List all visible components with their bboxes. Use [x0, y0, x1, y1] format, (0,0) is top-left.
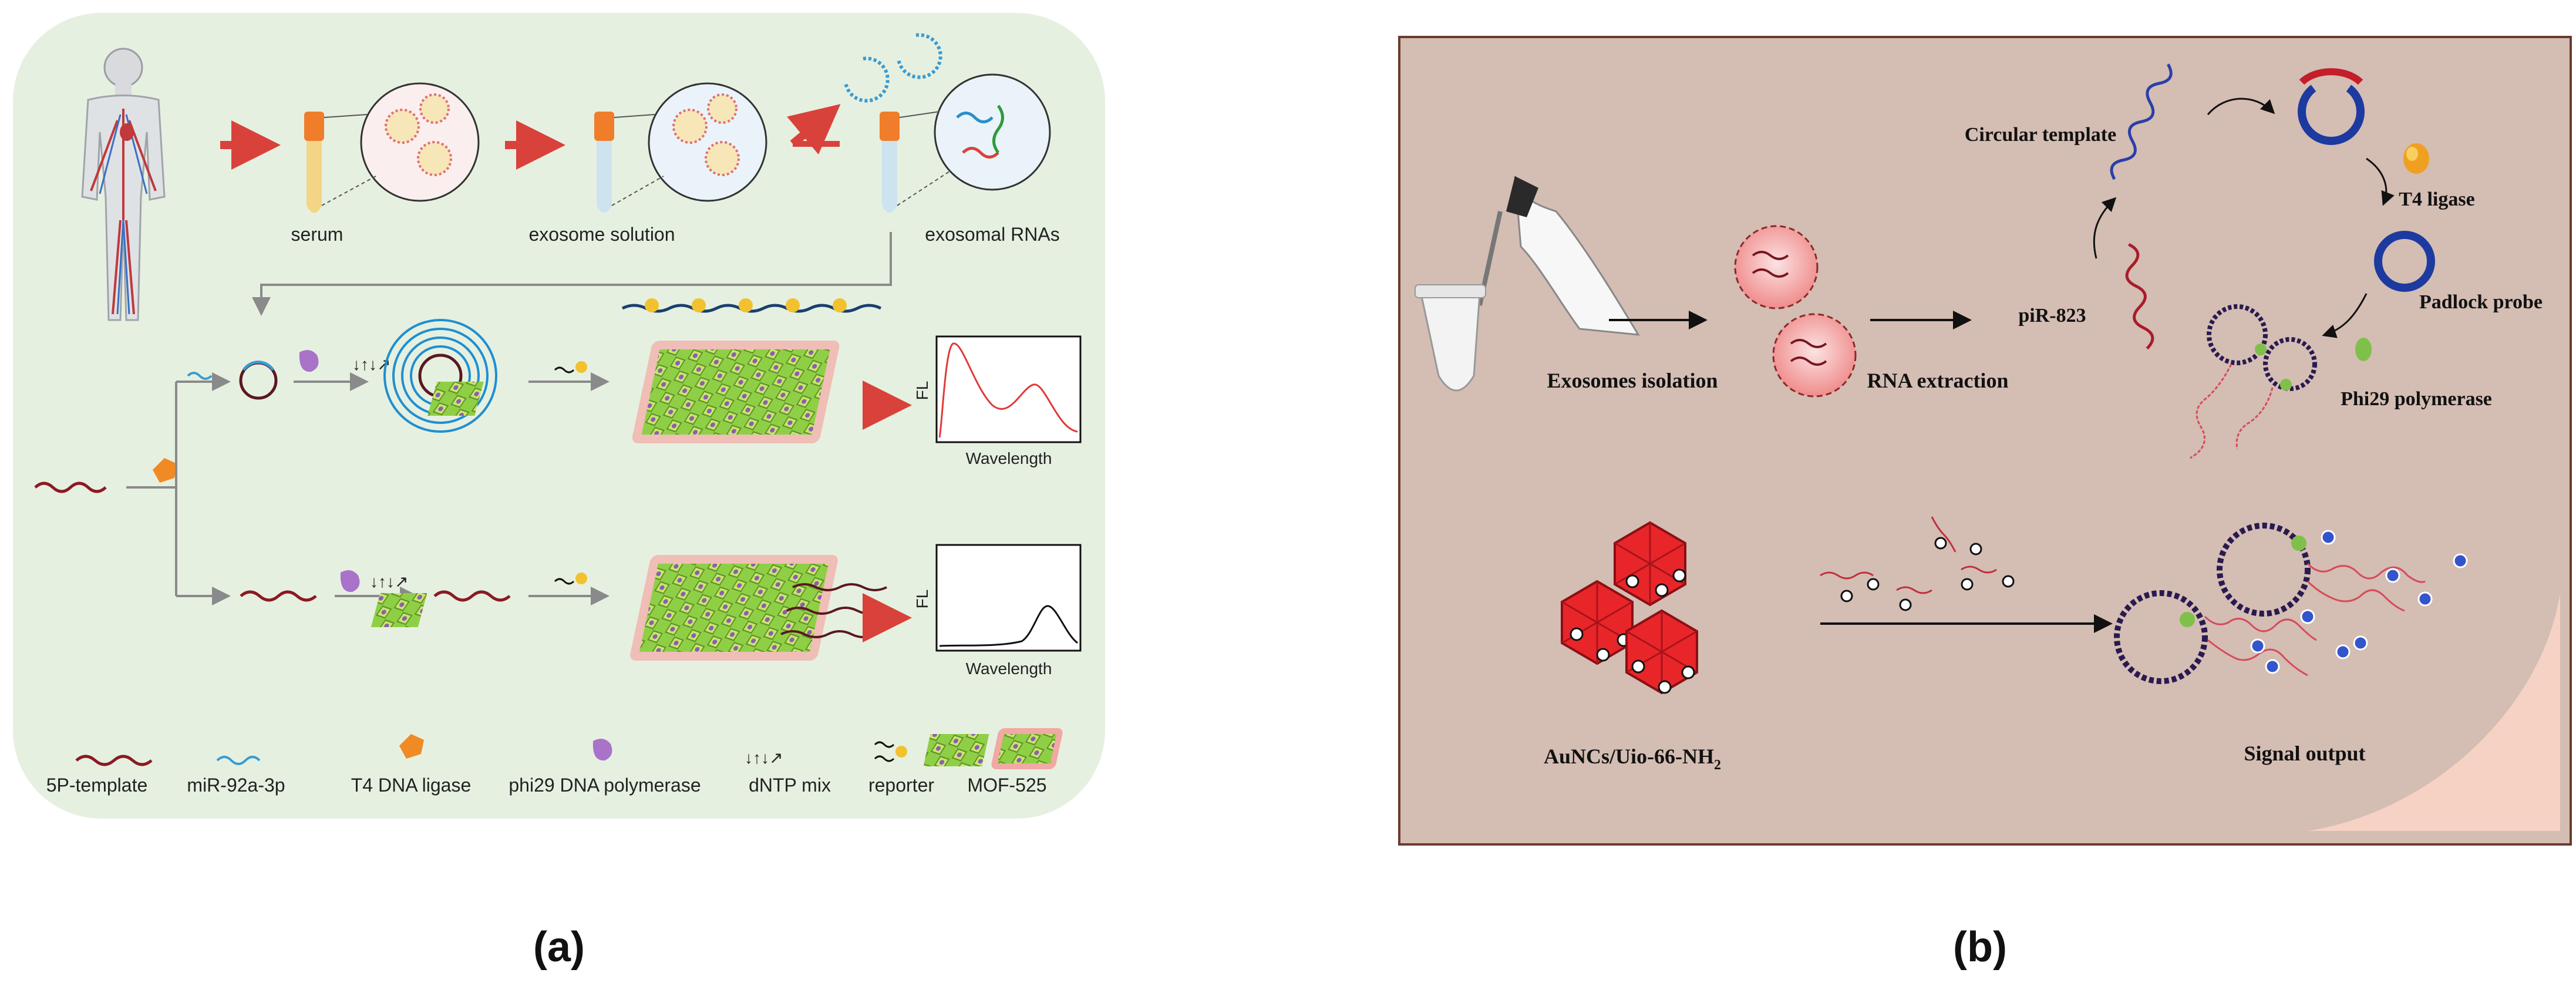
lower-dntp-glyphs: ↓↑↓↗ — [370, 573, 408, 591]
lysed-exosome-icon — [844, 33, 942, 103]
legend-ligase: T4 DNA ligase — [351, 775, 472, 796]
legend-mirna: miR-92a-3p — [187, 775, 285, 796]
aunc-mof-crystals-icon — [1561, 521, 1698, 695]
ligase-icon-b — [2403, 143, 2429, 174]
pir-label: piR-823 — [2018, 305, 2086, 326]
upper-fl-label: FL — [913, 381, 931, 400]
ligase-icon — [153, 458, 177, 483]
reporter-chain — [621, 298, 882, 313]
t4-ligase-label: T4 ligase — [2399, 188, 2474, 210]
phi29-label: Phi29 polymerase — [2341, 388, 2492, 410]
exosome-solution-label: exosome solution — [528, 224, 675, 245]
arrow-pir-to-template — [2093, 197, 2117, 259]
padlock-probe-label: Padlock probe — [2419, 291, 2543, 313]
open-ring-icon — [2298, 68, 2365, 145]
legend-dntp: dNTP mix — [749, 775, 831, 796]
exosome-spheres-icon — [1734, 225, 1857, 398]
mof-upper-icon — [632, 341, 840, 443]
legend-dntp-glyphs: ↓↑↓↗ — [745, 749, 783, 767]
panel-b-caption: (b) — [1953, 924, 2007, 971]
lower-template-strand — [240, 590, 317, 602]
padlock-probe-icon — [2374, 231, 2435, 292]
floating-reporter-dots — [1840, 537, 2015, 611]
legend-polymerase: phi29 DNA polymerase — [509, 775, 701, 796]
floating-reporters-icon — [1820, 516, 1997, 594]
signal-output-icon — [2114, 523, 2426, 684]
page-curl — [2308, 593, 2560, 831]
human-body-icon — [81, 48, 166, 321]
panel-b-background — [1398, 36, 2572, 846]
rca-product-icon — [2190, 304, 2317, 459]
panel-b: Exosomes isolation RNA extraction piR-82… — [1398, 36, 2572, 971]
polymerase-icon — [299, 350, 319, 372]
lower-fl-label: FL — [913, 590, 931, 609]
panel-a-caption: (a) — [533, 924, 585, 971]
arrow-to-rna — [787, 104, 841, 155]
pirna-strand — [2125, 243, 2154, 350]
phi29-icon — [2355, 338, 2372, 361]
signal-blue-beads — [2250, 530, 2468, 674]
reporter-mof-small-icon — [427, 361, 587, 416]
panel-a: serum exosome solution — [13, 13, 1105, 971]
circular-template-label: Circular template — [1965, 124, 2116, 146]
legend-template: 5P-template — [46, 775, 148, 796]
mirna-strand — [187, 372, 213, 380]
mof-lower-icon — [630, 555, 887, 661]
circular-template-strand — [2110, 63, 2173, 180]
signal-output-label: Signal output — [2244, 742, 2365, 765]
upper-wavelength-label: Wavelength — [966, 449, 1052, 467]
aunc-label: AuNCs/Uio-66-NH2 — [1544, 745, 1721, 773]
arrow-to-ring — [2207, 97, 2275, 115]
legend-reporter: reporter — [868, 775, 934, 796]
exosome-tube-icon — [594, 82, 767, 213]
arrow-to-rca — [2322, 293, 2368, 338]
legend: 5P-template miR-92a-3p T4 DNA ligase phi… — [46, 728, 1063, 796]
serum-tube-icon — [304, 82, 480, 213]
arrow-to-padlock — [2366, 157, 2395, 206]
lower-fl-plot: FL Wavelength — [913, 544, 1082, 678]
rna-extraction-label: RNA extraction — [1867, 369, 2009, 392]
rna-tube-icon — [880, 73, 1051, 213]
serum-label: serum — [291, 224, 344, 245]
lower-polymerase-icon — [340, 570, 360, 593]
exosomal-rnas-label: exosomal RNAs — [925, 224, 1059, 245]
pipette-hand-icon — [1415, 176, 1640, 392]
upper-fl-plot: FL Wavelength — [913, 335, 1082, 467]
connector-line — [252, 232, 892, 316]
exosomes-isolation-label: Exosomes isolation — [1547, 369, 1718, 392]
legend-mof: MOF-525 — [967, 775, 1046, 796]
template-strand — [34, 482, 107, 493]
lower-wavelength-label: Wavelength — [966, 659, 1052, 678]
panel-a-background — [13, 13, 1105, 819]
lower-template-strand-2 — [433, 590, 511, 602]
lower-reporter-mof-small-icon — [371, 573, 587, 627]
